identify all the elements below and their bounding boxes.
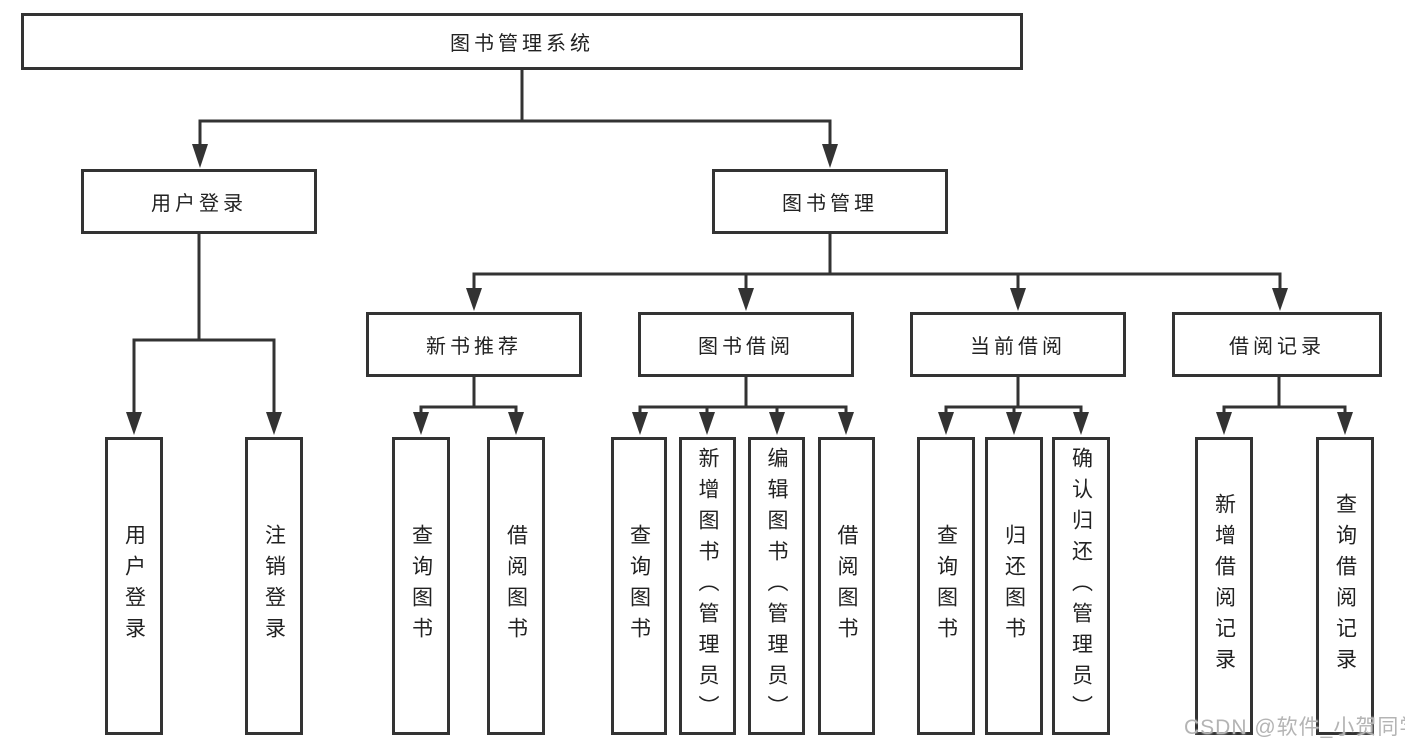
node-book-mgmt-label: 图书管理 xyxy=(782,193,878,215)
leaf-user-login: 用户登录 xyxy=(105,437,163,735)
connector-new-book-rec-children xyxy=(413,377,524,435)
leaf-edit-book-admin-label: 编辑图书（管理员） xyxy=(765,446,788,726)
leaf-borrow-query-book: 查询图书 xyxy=(611,437,667,735)
node-user-login: 用户登录 xyxy=(81,169,317,234)
leaf-add-borrow-record: 新增借阅记录 xyxy=(1195,437,1253,735)
node-user-login-label: 用户登录 xyxy=(151,193,247,215)
node-new-book-rec: 新书推荐 xyxy=(366,312,582,377)
node-borrow-record: 借阅记录 xyxy=(1172,312,1382,377)
node-book-borrow: 图书借阅 xyxy=(638,312,854,377)
connector-user-login-children xyxy=(126,234,282,435)
connector-root-to-level2 xyxy=(192,70,838,168)
leaf-borrow-book: 借阅图书 xyxy=(818,437,875,735)
leaf-newrec-borrow-book-label: 借阅图书 xyxy=(504,524,528,648)
leaf-current-query-book-label: 查询图书 xyxy=(934,524,958,648)
leaf-borrow-book-label: 借阅图书 xyxy=(835,524,858,648)
leaf-query-borrow-record-label: 查询借阅记录 xyxy=(1333,493,1357,679)
leaf-newrec-query-book: 查询图书 xyxy=(392,437,450,735)
leaf-newrec-query-book-label: 查询图书 xyxy=(409,524,433,648)
leaf-user-login-label: 用户登录 xyxy=(122,524,146,648)
connector-borrow-record-children xyxy=(1216,377,1353,435)
connector-book-mgmt-to-level3 xyxy=(466,234,1288,311)
csdn-watermark: CSDN @软件_小贺同学 xyxy=(1184,716,1405,739)
node-current-borrow: 当前借阅 xyxy=(910,312,1126,377)
leaf-confirm-return-admin: 确认归还（管理员） xyxy=(1052,437,1110,735)
leaf-return-book: 归还图书 xyxy=(985,437,1043,735)
leaf-add-borrow-record-label: 新增借阅记录 xyxy=(1212,493,1236,679)
node-book-borrow-label: 图书借阅 xyxy=(698,336,794,358)
leaf-edit-book-admin: 编辑图书（管理员） xyxy=(748,437,805,735)
leaf-newrec-borrow-book: 借阅图书 xyxy=(487,437,545,735)
leaf-return-book-label: 归还图书 xyxy=(1002,524,1026,648)
leaf-add-book-admin-label: 新增图书（管理员） xyxy=(696,446,719,726)
node-root: 图书管理系统 xyxy=(21,13,1023,70)
leaf-confirm-return-admin-label: 确认归还（管理员） xyxy=(1069,446,1093,726)
node-current-borrow-label: 当前借阅 xyxy=(970,336,1066,358)
leaf-borrow-query-book-label: 查询图书 xyxy=(627,524,651,648)
node-borrow-record-label: 借阅记录 xyxy=(1229,336,1325,358)
connector-current-borrow-children xyxy=(938,377,1089,435)
leaf-add-book-admin: 新增图书（管理员） xyxy=(679,437,736,735)
node-new-book-rec-label: 新书推荐 xyxy=(426,336,522,358)
connector-book-borrow-children xyxy=(632,377,854,435)
leaf-query-borrow-record: 查询借阅记录 xyxy=(1316,437,1374,735)
leaf-logout: 注销登录 xyxy=(245,437,303,735)
leaf-current-query-book: 查询图书 xyxy=(917,437,975,735)
node-book-mgmt: 图书管理 xyxy=(712,169,948,234)
leaf-logout-label: 注销登录 xyxy=(262,524,286,648)
node-root-label: 图书管理系统 xyxy=(450,33,594,55)
